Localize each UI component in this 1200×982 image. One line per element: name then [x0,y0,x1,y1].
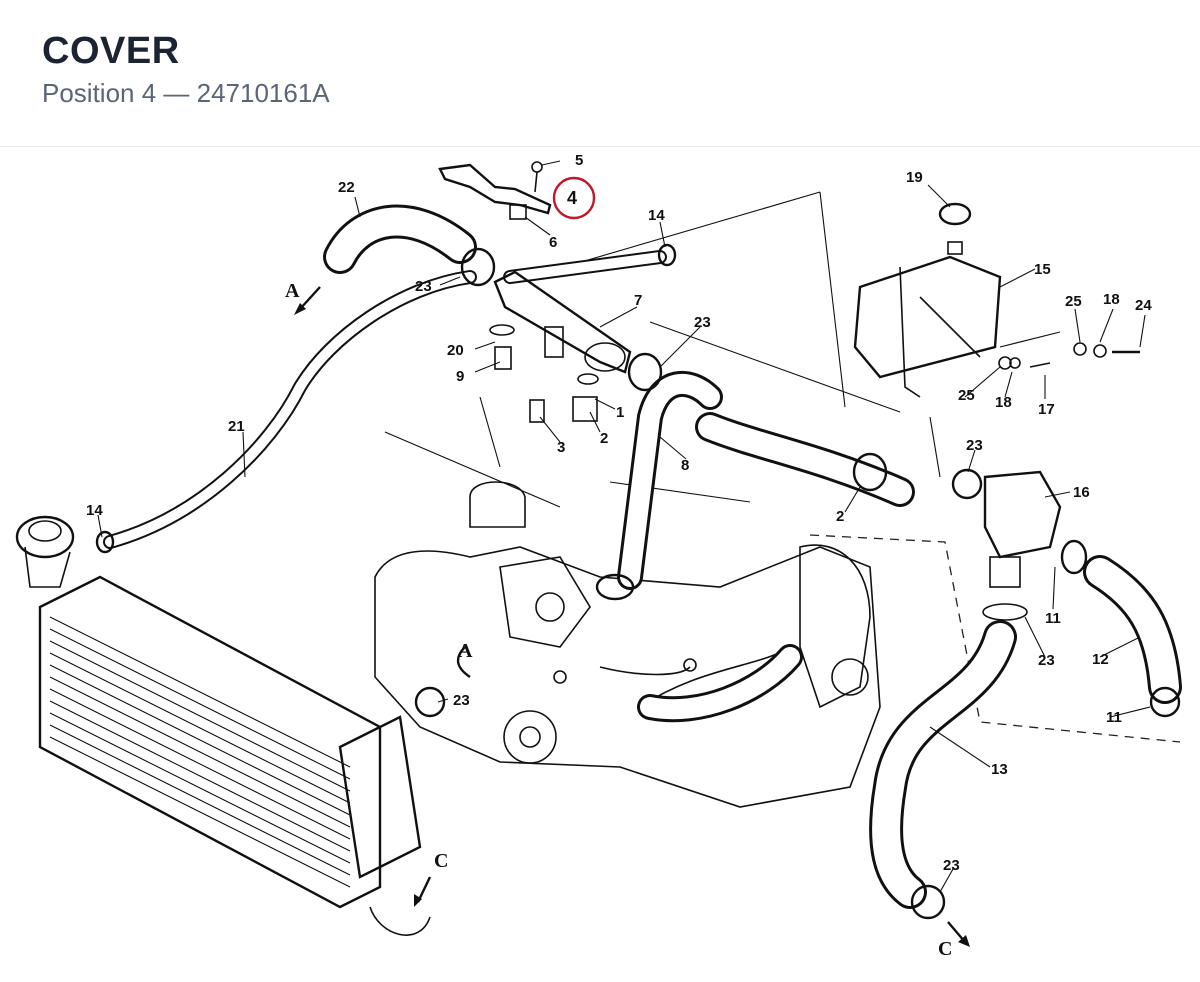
letter-markers: A A C C [285,280,952,960]
exploded-parts-diagram: 5 4 6 14 22 23 7 23 20 9 1 2 3 8 21 14 2… [0,147,1200,977]
radiator [15,515,431,936]
callout-23-e: 23 [453,692,470,709]
callout-13: 13 [991,761,1008,778]
callout-18-b: 18 [995,394,1012,411]
page-title: COVER [42,30,180,72]
callout-5: 5 [575,152,583,169]
cover-bracket [438,161,552,220]
callout-25-b: 25 [958,387,975,404]
callout-14-upper: 14 [648,207,665,224]
callout-1: 1 [616,404,624,421]
diagram-canvas: 5 4 6 14 22 23 7 23 20 9 1 2 3 8 21 14 2… [15,152,1182,960]
callout-23-d: 23 [1038,652,1055,669]
marker-a-lower: A [458,640,473,662]
callout-3: 3 [557,439,565,456]
callout-23-b: 23 [694,314,711,331]
hoses [103,204,1182,909]
callout-11-b: 11 [1106,709,1122,726]
radiator-fins [49,616,351,888]
callout-23-c: 23 [966,437,983,454]
callout-18-a: 18 [1103,291,1120,308]
callout-6: 6 [549,234,557,251]
callout-20: 20 [447,342,464,359]
page-subtitle: Position 4 — 24710161A [42,78,330,108]
marker-c-right: C [938,938,952,960]
sensors [489,324,1140,423]
callout-8: 8 [681,457,689,474]
callout-2-a: 2 [600,430,608,447]
callout-25-a: 25 [1065,293,1082,310]
expansion-tank [853,202,1002,398]
marker-c-left: C [434,850,448,872]
callout-17: 17 [1038,401,1055,418]
callout-16: 16 [1073,484,1090,501]
marker-a-upper: A [285,280,300,302]
engine-block [374,481,881,808]
callout-22: 22 [338,179,355,196]
header: COVER Position 4 — 24710161A [0,0,1200,147]
callout-7: 7 [634,292,642,309]
callout-9: 9 [456,368,464,385]
callout-14-lower: 14 [86,502,103,519]
callout-23-a: 23 [415,278,432,295]
leader-lines [97,160,1151,893]
callout-4: 4 [567,188,577,208]
callout-15: 15 [1034,261,1051,278]
manifold [493,270,632,374]
hose-clamps [95,243,1181,920]
callout-24: 24 [1135,297,1152,314]
callout-labels: 5 4 6 14 22 23 7 23 20 9 1 2 3 8 21 14 2… [86,152,1152,874]
callout-12: 12 [1092,651,1109,668]
direction-arrows [294,286,970,947]
callout-21: 21 [228,418,245,435]
thermostat-housing [982,470,1062,621]
callout-11-a: 11 [1045,610,1061,627]
callout-23-f: 23 [943,857,960,874]
callout-2-b: 2 [836,508,844,525]
highlight-ring [552,176,596,220]
callout-19: 19 [906,169,923,186]
